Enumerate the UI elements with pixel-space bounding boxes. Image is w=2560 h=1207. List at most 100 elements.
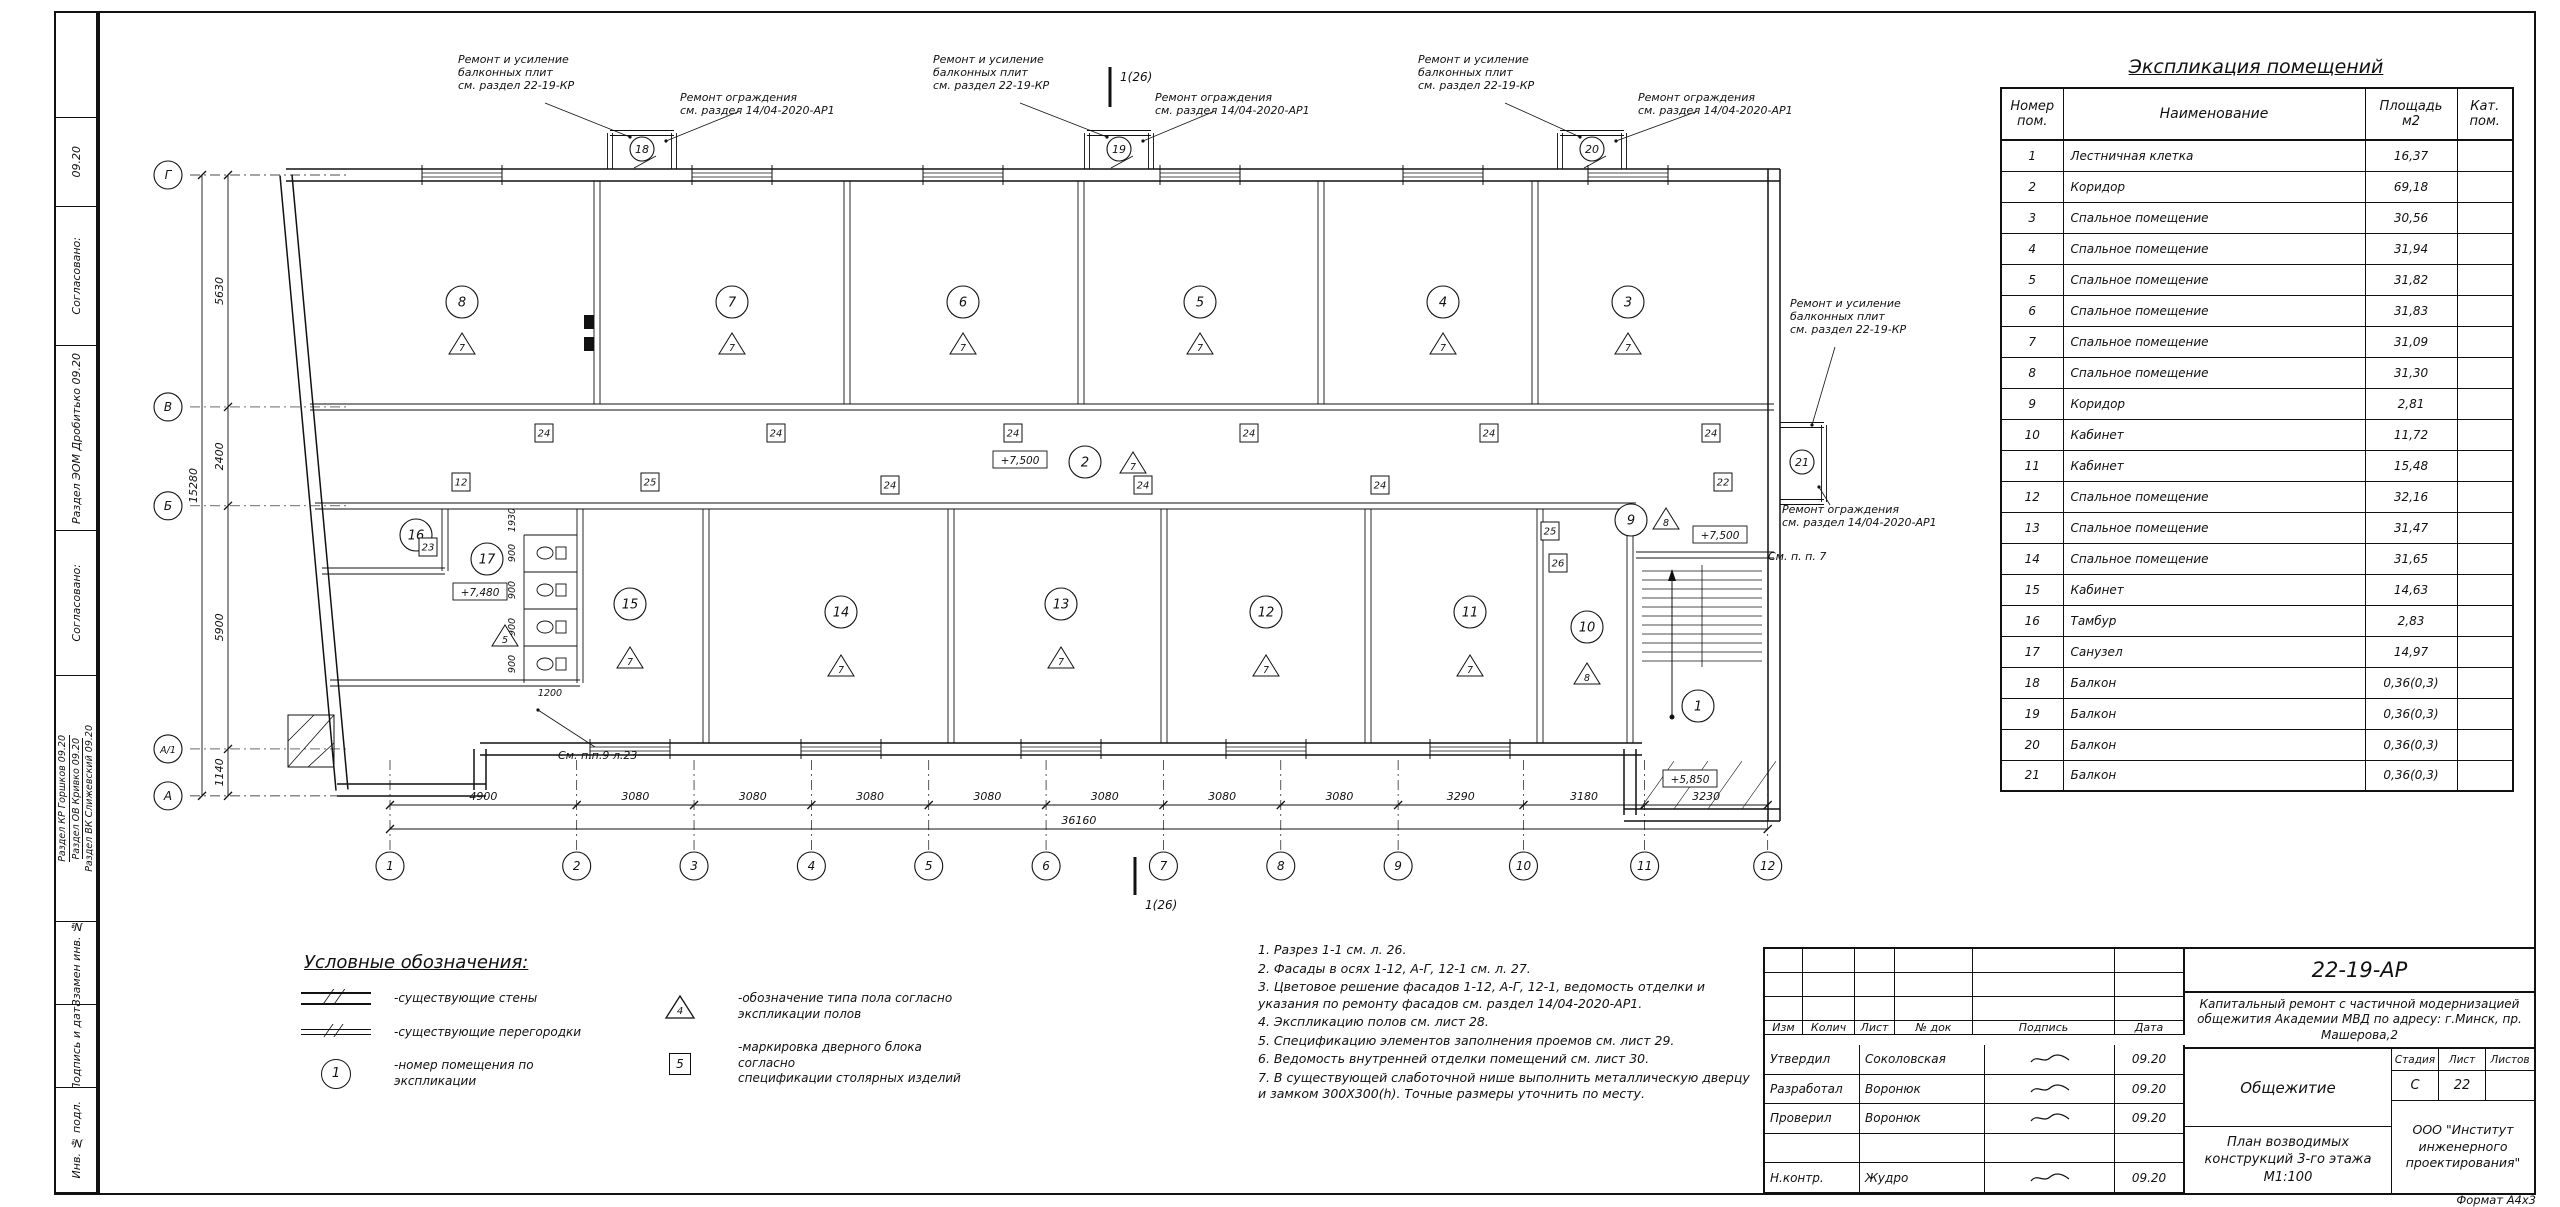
- schedule-header-row: Номер пом. Наименование Площадь м2 Кат. …: [2000, 87, 2514, 141]
- dim-label: 36160: [1061, 814, 1096, 827]
- schedule-cell: Спальное помещение: [2062, 294, 2366, 327]
- annotation-text: см. раздел 14/04-2020-АР1: [1155, 104, 1310, 117]
- annotation-text: см. раздел 22-19-КР: [933, 79, 1050, 92]
- door-square-symbol: 5: [634, 1052, 726, 1075]
- elevation-value: +5,850: [1671, 774, 1710, 786]
- sheets-label: Листов: [2490, 1053, 2530, 1066]
- room-number: 8: [458, 296, 466, 311]
- floor-type-number: 7: [838, 665, 844, 676]
- stair-arrowhead: [1668, 569, 1676, 581]
- floor-type-triangle: [1186, 332, 1214, 355]
- hatch-line: [287, 714, 315, 742]
- changes-cell: [1765, 997, 1803, 1021]
- sign-date: 09.20: [2115, 1074, 2185, 1105]
- floor-type-triangle: [1456, 654, 1484, 677]
- balcony-number: 21: [1795, 456, 1809, 469]
- changes-cell: [1973, 949, 2115, 973]
- door-leaf: [1110, 155, 1134, 169]
- floor-type-triangle: [1573, 662, 1601, 685]
- room-number-circle: [1614, 503, 1648, 537]
- room-number: 4: [1439, 296, 1447, 311]
- schedule-cell: 31,09: [2364, 325, 2458, 358]
- schedule-cell: Кабинет: [2062, 418, 2366, 451]
- axis-label: 7: [1160, 859, 1168, 873]
- door-mark-number: 26: [1552, 559, 1565, 570]
- changes-cell: [2115, 949, 2185, 973]
- schedule-cell: Спальное помещение: [2062, 201, 2366, 234]
- doc-number: 22-19-АР: [2185, 949, 2534, 993]
- balcony-number-circle: [629, 136, 655, 162]
- toilet-icon: [555, 620, 567, 634]
- room-number-circle: [1611, 285, 1645, 319]
- leader-line: [1142, 110, 1216, 142]
- changes-row: [1765, 973, 2185, 997]
- dim-label: 15280: [187, 468, 200, 503]
- schedule-cell: 14,97: [2364, 635, 2458, 668]
- dim-tick: [385, 824, 395, 834]
- changes-grid: [1765, 949, 2185, 1021]
- stamp-cell: Взамен инв. №: [56, 922, 96, 1005]
- door-mark-square: [766, 423, 786, 443]
- room-number-circle: [1426, 285, 1460, 319]
- sheet-label: Лист: [2439, 1049, 2486, 1070]
- toilet-icon: [536, 620, 554, 634]
- room-number-circle: [1570, 610, 1604, 644]
- room-number: 6: [959, 296, 967, 311]
- annotation-text: см. раздел 14/04-2020-АР1: [1638, 104, 1793, 117]
- stage-grid: Стадия Лист Листов С 22: [2392, 1049, 2534, 1101]
- dim-label: 900: [507, 655, 518, 673]
- leader-line: [1615, 110, 1699, 142]
- schedule-cell: 0,36(0,3): [2364, 759, 2458, 792]
- dim-tick: [1763, 824, 1773, 834]
- stamp-cell: Раздел ЭОМ Дробитько 09.20: [56, 346, 96, 531]
- schedule-cell: 0,36(0,3): [2364, 728, 2458, 761]
- door-mark-square: [640, 472, 660, 492]
- floor-type-number: 8: [1584, 673, 1590, 684]
- dim-label: 900: [507, 581, 518, 599]
- leader-dot: [1817, 485, 1821, 489]
- schedule-cell: 31,47: [2364, 511, 2458, 544]
- axis-label: А: [163, 789, 172, 803]
- schedule-cell: [2456, 759, 2514, 792]
- note-item: 4. Экспликацию полов см. лист 28.: [1258, 1014, 1489, 1029]
- changes-row: [1765, 997, 2185, 1021]
- notes: 1. Разрез 1-1 см. л. 26.2. Фасады в осях…: [1258, 942, 1758, 1105]
- toilet-icon: [555, 657, 567, 671]
- room-number-circle: [824, 595, 858, 629]
- schedule-cell: 12: [2000, 480, 2064, 513]
- note-item: 2. Фасады в осях 1-12, А-Г, 12-1 см. л. …: [1258, 960, 1531, 976]
- legend-title: Условные обозначения:: [304, 952, 529, 973]
- stair-arrow-start: [1669, 714, 1675, 720]
- dim-tick: [1519, 800, 1528, 810]
- room-number-circle: [470, 542, 504, 576]
- annotation-text: Ремонт ограждения: [1782, 503, 1899, 516]
- axis-label: А/1: [159, 745, 176, 756]
- dim-tick: [806, 800, 816, 810]
- schedule-cell: [2456, 480, 2514, 513]
- schedule-cell: Балкон: [2062, 697, 2366, 730]
- leader-line: [1019, 102, 1108, 138]
- company-name: ООО "Институт инженерного проектирования…: [2405, 1121, 2521, 1171]
- sign-date: 09.20: [2115, 1163, 2185, 1193]
- schedule-cell: [2456, 294, 2514, 327]
- annotation-text: Ремонт и усиление: [1418, 53, 1529, 66]
- room-number: 15: [622, 598, 639, 613]
- door-mark-number: 25: [644, 478, 657, 489]
- annotation-text: См. п. п. 7: [1768, 550, 1826, 563]
- door-mark-square: [1370, 475, 1390, 495]
- schedule-cell: 31,65: [2364, 542, 2458, 575]
- leader-dot: [1105, 135, 1109, 139]
- room-number: 3: [1624, 296, 1632, 311]
- floor-type-number: 7: [1263, 665, 1269, 676]
- schedule-cell: Балкон: [2062, 666, 2366, 699]
- leader-line: [1504, 102, 1581, 138]
- note-item: 6. Ведомость внутренней отделки помещени…: [1258, 1051, 1650, 1066]
- legend-column-1: -существующие стены-существующие перегор…: [290, 991, 600, 1107]
- annotation-text: балконных плит: [1790, 310, 1885, 323]
